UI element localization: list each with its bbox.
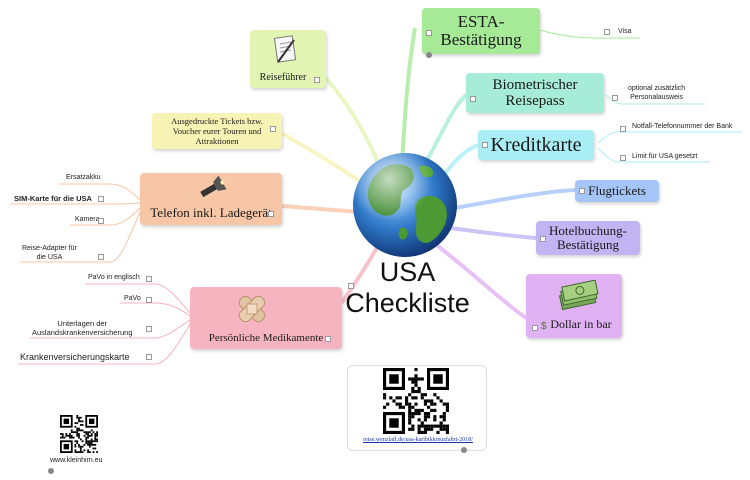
node-reisepass[interactable]: Biometrischer Reisepass xyxy=(466,73,604,113)
dollar-mini-icon: $ xyxy=(541,321,547,332)
kamera-toggle[interactable] xyxy=(98,218,104,224)
leaf-notfall: Notfall-Telefonnummer der Bank xyxy=(632,123,733,130)
node-tickets[interactable]: Ausgedruckte Tickets bzw. Voucher eurer … xyxy=(152,113,282,149)
pavo-en-toggle[interactable] xyxy=(146,276,152,282)
medikamente-collapse-toggle[interactable] xyxy=(325,336,331,342)
reisepass-leaf-toggle[interactable] xyxy=(612,95,618,101)
leaf-personalausweis: optional zusätzlich Personalausweis xyxy=(628,85,686,101)
center-title: USA Checkliste xyxy=(345,257,470,319)
leaf-kvk: Krankenversicherungskarte xyxy=(20,352,130,362)
node-flugtickets[interactable]: Flugtickets xyxy=(575,180,659,202)
visa-toggle[interactable] xyxy=(604,29,610,35)
leaf-pavo-en: PaVo in englisch xyxy=(88,274,140,281)
leaf-pavo: PaVo xyxy=(124,295,141,302)
notfall-toggle[interactable] xyxy=(620,126,626,132)
leaf-line-visa xyxy=(539,29,640,39)
hotel-collapse-toggle[interactable] xyxy=(540,236,546,242)
node-esta[interactable]: ESTA- Bestätigung xyxy=(422,8,540,54)
leaf-ersatzakku: Ersatzakku xyxy=(66,174,101,181)
link-anchor-dot xyxy=(461,447,467,453)
money-stack-icon xyxy=(558,280,599,311)
medikamente-label: Persönliche Medikamente xyxy=(208,332,324,344)
node-hotel[interactable]: Hotelbuchung- Bestätigung xyxy=(536,221,640,255)
leaf-line-pavo-en xyxy=(85,283,191,314)
node-kreditkarte[interactable]: Kreditkarte xyxy=(478,130,594,160)
leaf-line-limit xyxy=(597,147,710,163)
branch-hotel xyxy=(449,226,537,240)
leaf-visa: Visa xyxy=(618,28,632,35)
reisepass-collapse-toggle[interactable] xyxy=(470,96,476,102)
dollar-collapse-toggle[interactable] xyxy=(532,325,538,331)
leaf-line-unterlagen xyxy=(30,319,191,339)
node-medikamente[interactable]: Persönliche Medikamente xyxy=(190,287,342,349)
globe-icon xyxy=(353,153,457,257)
leaf-line-kamera xyxy=(70,207,141,226)
telefon-collapse-toggle[interactable] xyxy=(268,211,274,217)
leaf-line-kvk xyxy=(18,323,191,365)
leaf-sim: SIM-Karte für die USA xyxy=(14,194,92,203)
sim-toggle[interactable] xyxy=(98,196,104,202)
branch-telefon xyxy=(281,204,361,214)
branch-tickets xyxy=(280,131,367,187)
node-telefon[interactable]: Telefon inkl. Ladegerät xyxy=(140,173,282,225)
branch-medikamente xyxy=(340,241,382,305)
leaf-line-sim xyxy=(10,202,141,205)
leaf-line-pavo xyxy=(120,302,191,317)
branch-dollar xyxy=(428,238,528,320)
dollar-label: Dollar in bar xyxy=(550,317,612,331)
telefon-label: Telefon inkl. Ladegerät xyxy=(150,205,272,220)
footer-site: www.kleinhirn.eu xyxy=(50,457,103,464)
leaf-adapter: Reise-Adapter für die USA xyxy=(22,245,77,261)
kreditkarte-collapse-toggle[interactable] xyxy=(482,142,488,148)
adapter-toggle[interactable] xyxy=(98,254,104,260)
leaf-limit: Limit für USA gesetzt xyxy=(632,153,698,160)
qr-code-icon xyxy=(383,368,449,434)
branch-flugtickets xyxy=(454,188,576,210)
branch-reisefuehrer xyxy=(324,76,382,169)
leaf-line-ersatzakku xyxy=(60,183,141,201)
pavo-toggle[interactable] xyxy=(146,297,152,303)
bandage-icon xyxy=(238,295,266,323)
link-url[interactable]: reise.wenzlaff.de/usa-karibikkreuzfahrt-… xyxy=(363,437,473,443)
unterlagen-toggle[interactable] xyxy=(146,326,152,332)
leaf-line-adapter xyxy=(20,211,141,263)
leaf-unterlagen: Unterlagen der Auslandskrankenversicheru… xyxy=(32,319,133,337)
leaf-line-personalausweis xyxy=(605,94,705,105)
kvk-toggle[interactable] xyxy=(146,354,152,360)
footer-anchor-dot xyxy=(48,468,54,474)
reisefuehrer-collapse-toggle[interactable] xyxy=(314,77,320,83)
limit-toggle[interactable] xyxy=(620,155,626,161)
leaf-line-notfall xyxy=(597,131,742,144)
footer-qr-code-icon xyxy=(60,415,98,453)
leaf-kamera: Kamera xyxy=(75,216,100,223)
flashlight-icon xyxy=(200,176,227,198)
flugtickets-collapse-toggle[interactable] xyxy=(579,188,585,194)
center-title-line2: Checkliste xyxy=(345,288,470,318)
reisefuehrer-label: Reiseführer xyxy=(259,72,307,83)
document-pen-icon xyxy=(273,35,297,63)
branch-esta xyxy=(400,27,417,166)
tickets-collapse-toggle[interactable] xyxy=(270,126,276,132)
center-collapse-toggle[interactable] xyxy=(348,283,354,289)
esta-collapse-toggle[interactable] xyxy=(426,30,432,36)
center-title-line1: USA xyxy=(379,257,436,287)
esta-anchor-dot xyxy=(426,52,432,58)
